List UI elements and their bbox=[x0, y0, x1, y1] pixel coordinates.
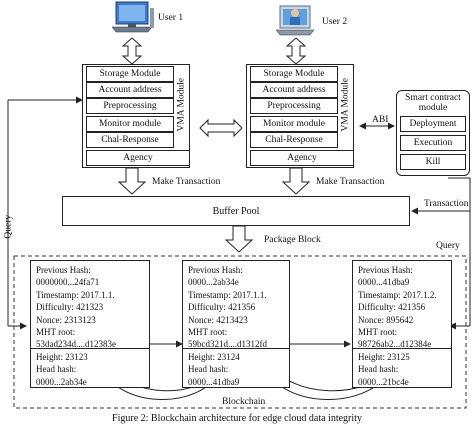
block-3-text: Previous Hash: 0000...41dba9 Timestamp: … bbox=[358, 264, 437, 351]
node2-storage-module: Storage Module bbox=[250, 66, 338, 82]
block-3-head-hash: 0000...21bc4e bbox=[358, 376, 409, 387]
node1-monitor-module: Monitor module bbox=[86, 116, 174, 132]
node1-agency: Agency bbox=[86, 150, 190, 166]
block-1-header: Height: 23123 Head hash: 0000...2ab34e bbox=[36, 351, 88, 388]
block-1-line: Previous Hash: bbox=[36, 265, 91, 275]
block-3-line: Difficulty: 421356 bbox=[358, 302, 426, 313]
block-1-divider bbox=[30, 348, 150, 349]
block-3-line: Previous Hash: bbox=[358, 265, 413, 275]
node2-monitor-module: Monitor module bbox=[250, 116, 338, 132]
smart-contract-kill: Kill bbox=[400, 154, 466, 170]
smart-contract-title-line1: Smart contract bbox=[405, 93, 461, 103]
block-2-line: Difficulty: 421356 bbox=[188, 302, 256, 313]
smart-contract-execution: Execution bbox=[400, 135, 466, 151]
block-2-head-hash-label: Head hash: bbox=[188, 364, 229, 375]
user1-label: User 1 bbox=[158, 13, 184, 23]
block-2-line: Previous Hash: bbox=[188, 265, 243, 275]
block-2-line: Nonce: 4213423 bbox=[188, 314, 248, 325]
user2-computer-icon bbox=[275, 5, 315, 36]
block-1-head-hash: 0000...2ab34e bbox=[36, 376, 87, 387]
block-1-height: Height: 23123 bbox=[36, 352, 88, 362]
make-transaction-label-1: Make Transaction bbox=[152, 177, 221, 187]
block-2-head-hash: 0000...41dba9 bbox=[188, 376, 240, 387]
figure-caption: Figure 2: Blockchain architecture for ed… bbox=[112, 413, 362, 424]
user1-node-double-arrow bbox=[121, 37, 143, 65]
block-3-height: Height: 23125 bbox=[358, 352, 410, 362]
node2-vma-label: VMA Module bbox=[340, 77, 351, 132]
block-3-line: 0000...41dba9 bbox=[358, 277, 410, 288]
block-1 bbox=[30, 260, 150, 388]
package-block-label: Package Block bbox=[264, 235, 321, 245]
block-3-divider bbox=[352, 348, 452, 349]
transaction-label: Transaction bbox=[424, 199, 469, 209]
node1-storage-module: Storage Module bbox=[86, 66, 174, 82]
node1-account-address: Account address bbox=[86, 82, 174, 98]
block-2-header: Height: 23124 Head hash: 0000...41dba9 bbox=[188, 351, 240, 388]
block-2 bbox=[182, 260, 290, 388]
make-transaction-arrow-2 bbox=[281, 167, 311, 195]
block-1-line: MHT root: bbox=[36, 326, 76, 337]
blockchain-label: Blockchain bbox=[222, 397, 266, 407]
query-left-label: Query bbox=[3, 214, 14, 239]
node1-preprocessing: Preprocessing bbox=[86, 98, 174, 114]
block-1-head-hash-label: Head hash: bbox=[36, 364, 77, 375]
block-3-line: 98726ab2...d12384e bbox=[358, 339, 432, 350]
block-2-divider bbox=[182, 348, 290, 349]
user2-node-double-arrow bbox=[285, 37, 307, 65]
smart-contract-deployment: Deployment bbox=[400, 116, 466, 132]
block-3-header: Height: 23125 Head hash: 0000...21bc4e bbox=[358, 351, 410, 388]
user1-computer-icon bbox=[111, 1, 154, 33]
buffer-pool: Buffer Pool bbox=[62, 196, 410, 226]
node2-chal-response: Chal-Response bbox=[250, 132, 338, 148]
node2-preprocessing: Preprocessing bbox=[250, 98, 338, 114]
block-3-head-hash-label: Head hash: bbox=[358, 364, 399, 375]
node2-agency: Agency bbox=[250, 150, 354, 166]
blockchain-region bbox=[13, 255, 467, 409]
block-1-line: Timestamp: 2017.1.1. bbox=[36, 289, 115, 300]
block-2-line: 59bcd321d....d1312fd bbox=[188, 339, 267, 350]
query-right-label: Query bbox=[436, 241, 460, 251]
block-2-text: Previous Hash: 0000...2ab34e Timestamp: … bbox=[188, 264, 267, 351]
block-3-line: Nonce: 895642 bbox=[358, 314, 414, 325]
make-transaction-arrow-1 bbox=[117, 167, 147, 195]
block-2-line: MHT root: bbox=[188, 326, 228, 337]
abi-label: ABI bbox=[372, 115, 389, 125]
block-1-line: 53dad234d....d12383e bbox=[36, 339, 116, 350]
block-3 bbox=[352, 260, 452, 388]
block-2-line: 0000...2ab34e bbox=[188, 277, 239, 288]
block-1-line: 0000000...24fa71 bbox=[36, 277, 100, 288]
make-transaction-label-2: Make Transaction bbox=[316, 177, 385, 187]
block-3-line: MHT root: bbox=[358, 326, 398, 337]
node1-vma-label: VMA Module bbox=[176, 77, 187, 132]
user2-label: User 2 bbox=[322, 17, 348, 27]
block-1-line: Nonce: 2313123 bbox=[36, 314, 96, 325]
package-block-arrow bbox=[224, 225, 254, 253]
block-1-line: Difficulty: 421323 bbox=[36, 302, 104, 313]
block-2-height: Height: 23124 bbox=[188, 352, 240, 362]
node1-chal-response: Chal-Response bbox=[86, 132, 174, 148]
block-1-text: Previous Hash: 0000000...24fa71 Timestam… bbox=[36, 264, 116, 351]
node-node-double-arrow bbox=[199, 118, 243, 138]
block-2-line: Timestamp: 2017.1.1. bbox=[188, 289, 267, 300]
smart-contract-title-line2: module bbox=[418, 103, 448, 113]
node2-account-address: Account address bbox=[250, 82, 338, 98]
block-3-line: Timestamp: 2017.1.2. bbox=[358, 289, 437, 300]
